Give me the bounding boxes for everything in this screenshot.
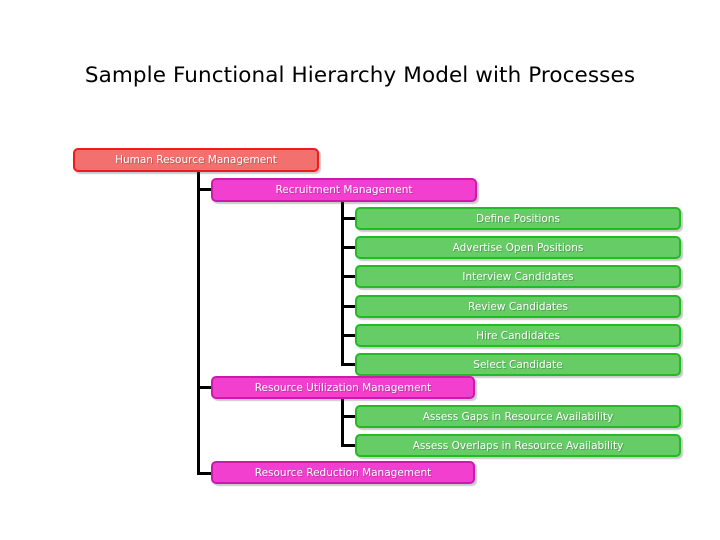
node-label: Recruitment Management <box>275 184 413 196</box>
connector-trunk-hrm <box>197 172 200 475</box>
node-label: Resource Utilization Management <box>254 381 432 394</box>
node-label: Assess Overlaps in Resource Availability <box>412 439 624 452</box>
node-human-resource-management[interactable]: Human Resource Management <box>73 148 319 172</box>
node-assess-gaps-in-resource-availability[interactable]: Assess Gaps in Resource Availability <box>355 405 681 428</box>
page-title: Sample Functional Hierarchy Model with P… <box>84 63 636 88</box>
node-interview-candidates[interactable]: Interview Candidates <box>355 265 681 288</box>
connector-branch-advertise-open-positions <box>341 246 357 249</box>
connector-trunk-recruitment <box>341 202 344 365</box>
node-label: Define Positions <box>476 212 560 225</box>
node-label: Assess Gaps in Resource Availability <box>422 410 614 423</box>
connector-branch-assess-overlaps <box>341 444 357 447</box>
connector-branch-resource-utilization <box>197 386 213 389</box>
node-select-candidate[interactable]: Select Candidate <box>355 353 681 376</box>
node-hire-candidates[interactable]: Hire Candidates <box>355 324 681 347</box>
node-label: Resource Reduction Management <box>254 466 432 479</box>
node-assess-overlaps-in-resource-availability[interactable]: Assess Overlaps in Resource Availability <box>355 434 681 457</box>
connector-branch-hire-candidates <box>341 334 357 337</box>
node-label: Advertise Open Positions <box>452 241 584 254</box>
node-label: Human Resource Management <box>115 154 277 166</box>
connector-branch-interview-candidates <box>341 275 357 278</box>
node-resource-utilization-management[interactable]: Resource Utilization Management <box>211 376 475 399</box>
connector-branch-recruitment <box>197 188 213 191</box>
node-resource-reduction-management[interactable]: Resource Reduction Management <box>211 461 475 484</box>
connector-branch-select-candidate <box>341 363 357 366</box>
node-advertise-open-positions[interactable]: Advertise Open Positions <box>355 236 681 259</box>
node-label: Review Candidates <box>468 300 568 313</box>
connector-branch-resource-reduction <box>197 472 213 475</box>
node-label: Interview Candidates <box>462 270 574 283</box>
connector-trunk-resource-utilization <box>341 399 344 446</box>
connector-branch-review-candidates <box>341 305 357 308</box>
connector-branch-assess-gaps <box>341 415 357 418</box>
node-label: Hire Candidates <box>476 329 560 342</box>
node-define-positions[interactable]: Define Positions <box>355 207 681 230</box>
node-review-candidates[interactable]: Review Candidates <box>355 295 681 318</box>
node-label: Select Candidate <box>473 358 563 371</box>
node-recruitment-management[interactable]: Recruitment Management <box>211 178 477 202</box>
connector-branch-define-positions <box>341 217 357 220</box>
